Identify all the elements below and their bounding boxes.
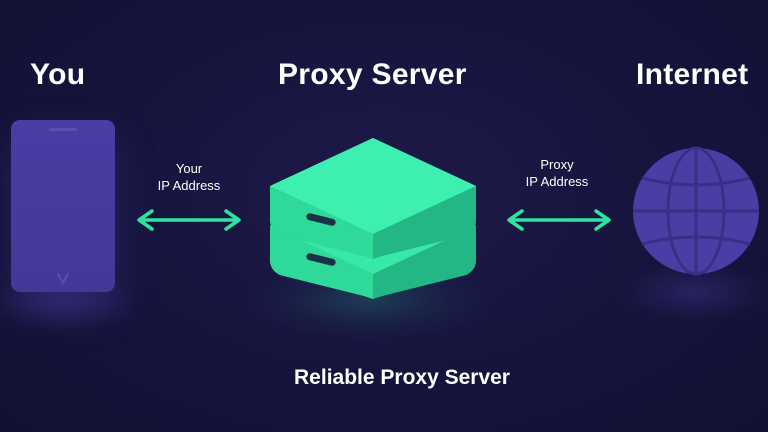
phone-logo-icon (57, 273, 69, 286)
proxy-ip-label: Proxy IP Address (515, 156, 599, 190)
you-heading: You (30, 58, 86, 91)
proxy-ip-label-line2: IP Address (525, 174, 589, 189)
your-ip-label-line2: IP Address (157, 178, 221, 193)
your-ip-label: Your IP Address (150, 160, 228, 194)
caption: Reliable Proxy Server (294, 366, 510, 389)
globe-icon (633, 146, 759, 276)
server-stack-icon (270, 138, 476, 299)
proxy-ip-label-line1: Proxy (540, 157, 574, 172)
proxy-server-heading: Proxy Server (278, 58, 467, 91)
internet-heading: Internet (636, 58, 749, 91)
double-arrow-icon (507, 209, 611, 231)
your-ip-label-line1: Your (175, 161, 203, 176)
double-arrow-icon (137, 209, 241, 231)
smartphone-icon (11, 120, 115, 292)
phone-speaker (49, 128, 77, 131)
server-unit-upper (270, 138, 476, 259)
